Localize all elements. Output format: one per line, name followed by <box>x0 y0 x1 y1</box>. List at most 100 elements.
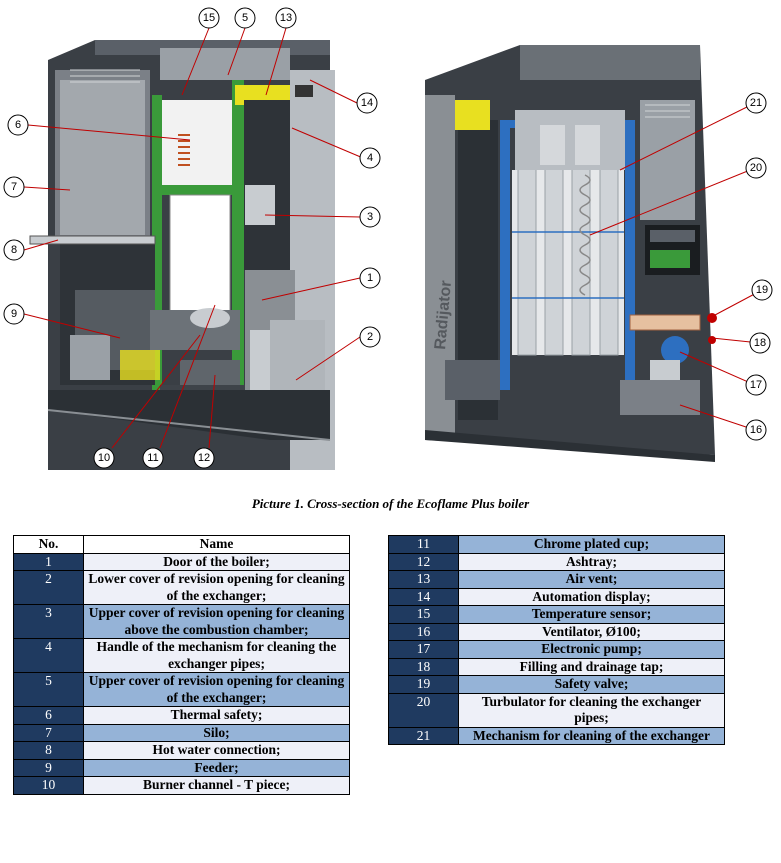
part-number: 2 <box>13 570 84 605</box>
table-header-row: No. Name <box>13 535 350 554</box>
callout-12 <box>193 447 215 469</box>
callout-label: 19 <box>756 284 768 296</box>
part-number: 14 <box>388 587 459 606</box>
callout-label: 21 <box>750 97 762 109</box>
part-name: Safety valve; <box>458 675 725 694</box>
part-name: Handle of the mechanism for cleaning the… <box>83 638 350 673</box>
right-boiler-drawing: Radijator <box>425 45 717 462</box>
callout-label: 16 <box>750 424 762 436</box>
callout-label: 9 <box>11 308 17 320</box>
callout-circles <box>3 7 773 469</box>
part-name: Feeder; <box>83 758 350 777</box>
part-name: Electronic pump; <box>458 640 725 659</box>
brand-logo: Radijator <box>432 280 455 351</box>
callout-10 <box>93 447 115 469</box>
callout-label: 7 <box>11 181 17 193</box>
callout-label: 12 <box>198 452 210 464</box>
callout-2 <box>359 326 381 348</box>
callout-label: 18 <box>754 337 766 349</box>
part-number: 18 <box>388 657 459 676</box>
callout-label: 2 <box>367 331 373 343</box>
column-header-name: Name <box>83 535 350 554</box>
left-boiler-drawing <box>29 40 335 470</box>
part-name: Ashtray; <box>458 552 725 571</box>
callout-3 <box>359 206 381 228</box>
callout-label: 17 <box>750 379 762 391</box>
part-name: Silo; <box>83 723 350 742</box>
part-name: Air vent; <box>458 570 725 589</box>
part-number: 17 <box>388 640 459 659</box>
part-name: Filling and drainage tap; <box>458 657 725 676</box>
callout-7 <box>3 176 25 198</box>
part-name: Ventilator, Ø100; <box>458 622 725 641</box>
part-number: 11 <box>388 535 459 554</box>
part-number: 12 <box>388 552 459 571</box>
part-name: Automation display; <box>458 587 725 606</box>
callout-1 <box>359 267 381 289</box>
part-number: 16 <box>388 622 459 641</box>
callout-8 <box>3 239 25 261</box>
callout-5 <box>234 7 256 29</box>
part-name: Lower cover of revision opening for clea… <box>83 570 350 605</box>
column-header-no: No. <box>13 535 84 554</box>
callout-17 <box>745 374 767 396</box>
callout-label: 3 <box>367 211 373 223</box>
part-number: 5 <box>13 672 84 707</box>
part-number: 20 <box>388 692 459 728</box>
part-number: 3 <box>13 604 84 639</box>
part-number: 6 <box>13 706 84 725</box>
callout-19 <box>751 279 773 301</box>
callout-16 <box>745 419 767 441</box>
callout-15 <box>198 7 220 29</box>
part-number: 19 <box>388 675 459 694</box>
callout-label: 20 <box>750 162 762 174</box>
part-number: 10 <box>13 776 84 795</box>
boiler-cross-section-illustration: Radijator <box>3 7 773 470</box>
callout-9 <box>3 303 25 325</box>
part-number: 15 <box>388 605 459 624</box>
callout-label: 4 <box>367 152 373 164</box>
part-name: Thermal safety; <box>83 706 350 725</box>
callout-label: 13 <box>280 12 292 24</box>
part-name: Burner channel - T piece; <box>83 776 350 795</box>
part-name: Turbulator for cleaning the exchanger pi… <box>458 692 725 728</box>
callout-label: 5 <box>242 12 248 24</box>
callout-label: 11 <box>147 452 158 464</box>
callout-6 <box>7 114 29 136</box>
callout-4 <box>359 147 381 169</box>
callout-14 <box>356 92 378 114</box>
part-number: 13 <box>388 570 459 589</box>
part-number: 21 <box>388 726 459 745</box>
callout-11 <box>142 447 164 469</box>
callout-21 <box>745 92 767 114</box>
callout-label: 10 <box>98 452 110 464</box>
part-name: Mechanism for cleaning of the exchanger <box>458 726 725 745</box>
callout-label: 8 <box>11 244 17 256</box>
part-name: Chrome plated cup; <box>458 535 725 554</box>
callout-label: 15 <box>203 12 215 24</box>
part-name: Temperature sensor; <box>458 605 725 624</box>
part-number: 9 <box>13 758 84 777</box>
